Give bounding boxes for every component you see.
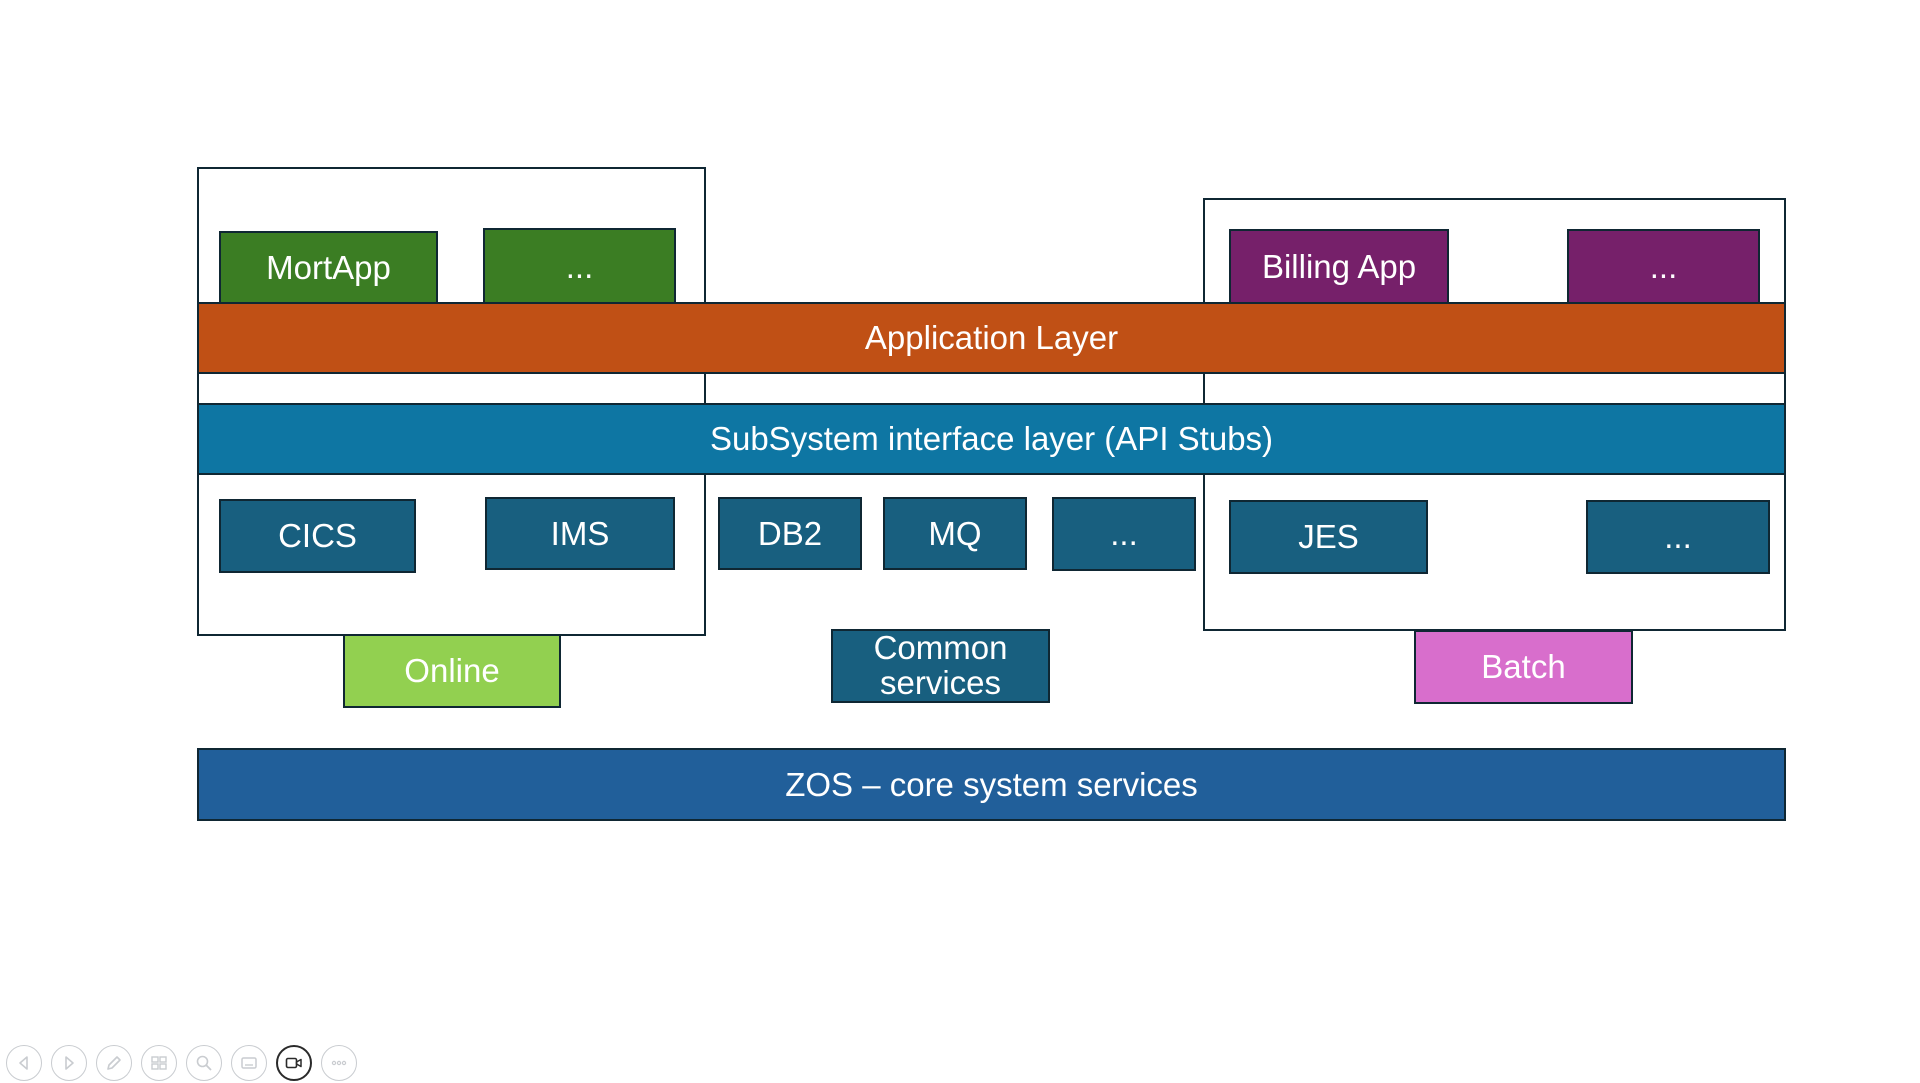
camera-button[interactable] — [276, 1045, 312, 1081]
application-layer-label: Application Layer — [864, 319, 1119, 357]
billing-app-box: Billing App — [1229, 229, 1449, 305]
common-ellipsis-box: ... — [1052, 497, 1196, 571]
common-services-label: Common services — [873, 629, 1008, 701]
batch-label: Batch — [1481, 648, 1566, 686]
db2-label: DB2 — [757, 514, 823, 552]
zoom-button[interactable] — [186, 1045, 222, 1081]
jes-label: JES — [1298, 518, 1359, 556]
application-layer-band: Application Layer — [197, 302, 1786, 374]
db2-box: DB2 — [718, 497, 862, 570]
mortapp-label: MortApp — [266, 249, 391, 287]
ims-box: IMS — [485, 497, 675, 570]
common-ellipsis-label: ... — [1110, 515, 1138, 553]
batch-app-ellipsis-label: ... — [1649, 248, 1678, 286]
zos-core-band: ZOS – core system services — [197, 748, 1786, 821]
online-app-ellipsis-box: ... — [483, 228, 676, 305]
subtitles-button[interactable] — [231, 1045, 267, 1081]
all-slides-icon — [151, 1056, 167, 1070]
subsystem-interface-band: SubSystem interface layer (API Stubs) — [197, 403, 1786, 475]
previous-slide-button[interactable] — [6, 1045, 42, 1081]
cics-box: CICS — [219, 499, 416, 573]
online-app-ellipsis-label: ... — [565, 247, 594, 285]
subtitles-icon — [241, 1057, 257, 1069]
cics-label: CICS — [278, 517, 357, 555]
mq-label: MQ — [928, 514, 982, 552]
all-slides-button[interactable] — [141, 1045, 177, 1081]
subsystem-interface-label: SubSystem interface layer (API Stubs) — [709, 420, 1274, 458]
batch-ellipsis-box: ... — [1586, 500, 1770, 574]
batch-app-ellipsis-box: ... — [1567, 229, 1760, 305]
more-options-button[interactable] — [321, 1045, 357, 1081]
previous-slide-icon — [19, 1056, 28, 1070]
common-services-label-box: Common services — [831, 629, 1050, 703]
batch-label-box: Batch — [1414, 630, 1633, 704]
zos-core-label: ZOS – core system services — [785, 765, 1198, 803]
more-options-icon — [331, 1060, 347, 1066]
online-label-box: Online — [343, 634, 561, 708]
next-slide-icon — [65, 1056, 74, 1070]
mortapp-box: MortApp — [219, 231, 438, 305]
presenter-toolbar — [6, 1045, 357, 1083]
batch-ellipsis-label: ... — [1664, 518, 1692, 556]
ims-label: IMS — [550, 514, 610, 552]
mq-box: MQ — [883, 497, 1027, 570]
camera-icon — [285, 1057, 302, 1069]
jes-box: JES — [1229, 500, 1428, 574]
zoom-icon — [196, 1055, 212, 1071]
online-label: Online — [404, 652, 500, 690]
next-slide-button[interactable] — [51, 1045, 87, 1081]
pen-icon — [107, 1056, 121, 1070]
billing-app-label: Billing App — [1261, 248, 1417, 286]
pen-button[interactable] — [96, 1045, 132, 1081]
